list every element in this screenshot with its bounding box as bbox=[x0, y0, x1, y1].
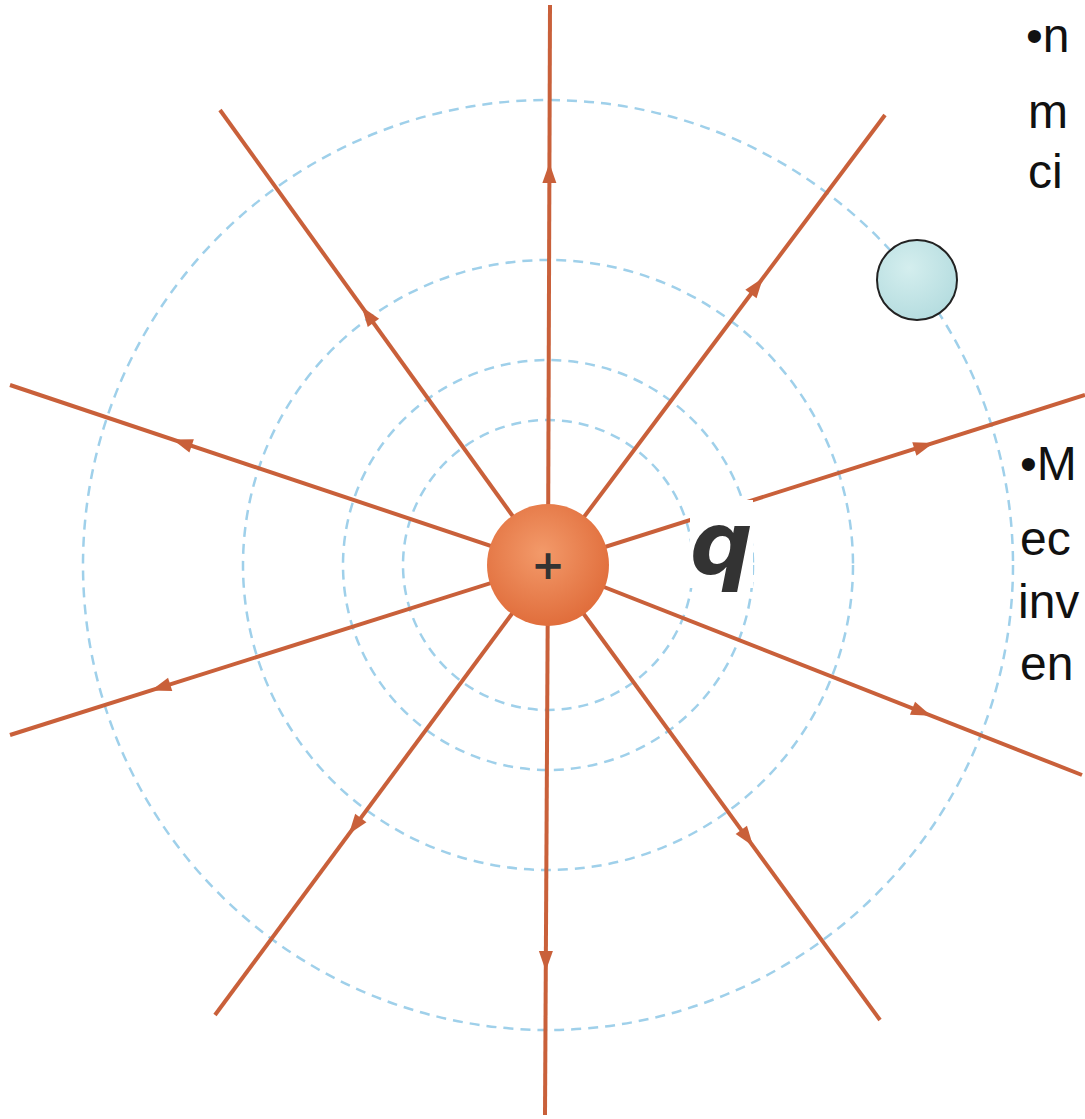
field-line bbox=[548, 395, 1085, 565]
side-text: ci bbox=[1028, 148, 1063, 196]
charge-sphere: + bbox=[486, 503, 610, 627]
field-arrowhead bbox=[745, 278, 763, 298]
field-line bbox=[10, 385, 548, 565]
field-arrowhead bbox=[539, 951, 553, 971]
side-text: inv bbox=[1018, 578, 1079, 626]
charge-sign: + bbox=[531, 545, 565, 585]
field-line bbox=[548, 565, 1082, 775]
field-arrowhead bbox=[542, 163, 556, 183]
field-line bbox=[548, 115, 885, 565]
side-text: ec bbox=[1020, 515, 1071, 563]
field-arrowhead bbox=[173, 439, 194, 452]
field-arrowhead bbox=[910, 702, 931, 716]
side-text: en bbox=[1020, 640, 1073, 688]
field-arrowhead bbox=[362, 307, 379, 327]
field-line bbox=[548, 565, 880, 1020]
field-arrowhead bbox=[736, 826, 753, 846]
field-arrowhead bbox=[151, 678, 172, 691]
side-text: m bbox=[1028, 88, 1068, 136]
field-line bbox=[548, 5, 550, 565]
charge-label: q bbox=[690, 500, 753, 588]
charge-body bbox=[487, 504, 609, 626]
field-arrowhead bbox=[349, 814, 367, 834]
field-arrowhead bbox=[912, 442, 933, 455]
field-line bbox=[215, 565, 548, 1015]
field-lines bbox=[10, 5, 1085, 1115]
field-line bbox=[10, 565, 548, 735]
field-line bbox=[220, 110, 548, 565]
side-text: •n bbox=[1026, 12, 1070, 60]
field-line bbox=[545, 565, 548, 1115]
test-charge bbox=[877, 240, 957, 320]
side-text: •M bbox=[1020, 440, 1077, 488]
